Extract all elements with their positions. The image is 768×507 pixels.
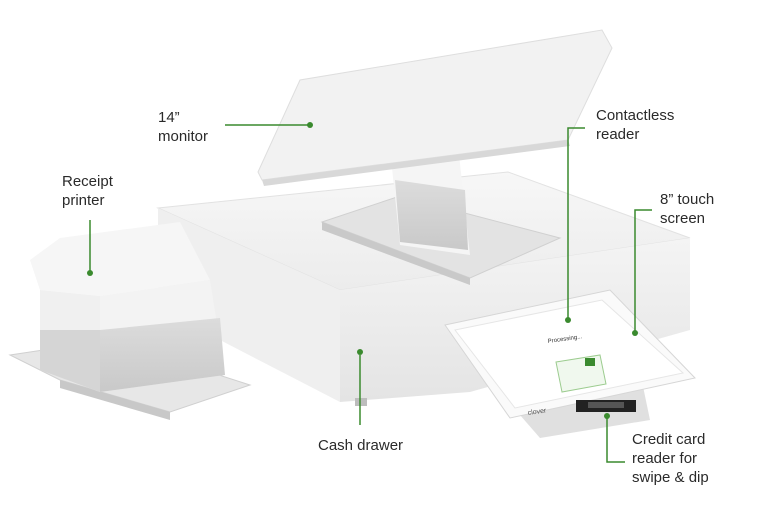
contactless-callout-line (567, 127, 585, 320)
cash-drawer-label: Cash drawer (318, 437, 404, 454)
touch-callout-line (634, 209, 652, 333)
touch-screen-label: 8” touch screen (660, 191, 715, 227)
printer-callout-dot (87, 270, 93, 276)
touch-callout-dot (632, 330, 638, 336)
device-brand: clover (527, 407, 547, 417)
receipt-printer-label: Receipt printer (62, 173, 113, 209)
drawer-callout-dot (357, 349, 363, 355)
card-reader-label: Credit card reader for swipe & dip (632, 431, 709, 486)
contactless-reader-label: Contactless reader (596, 107, 675, 143)
touch-device (444, 289, 696, 438)
contactless-callout-dot (565, 317, 571, 323)
card-reader-callout-dot (604, 413, 610, 419)
monitor (257, 29, 613, 186)
device-status-text: Processing... (547, 334, 583, 345)
monitor-label: 14” monitor (158, 109, 209, 145)
monitor-callout-dot (307, 122, 313, 128)
receipt-printer (8, 222, 252, 420)
card-reader-callout-line (606, 416, 625, 463)
